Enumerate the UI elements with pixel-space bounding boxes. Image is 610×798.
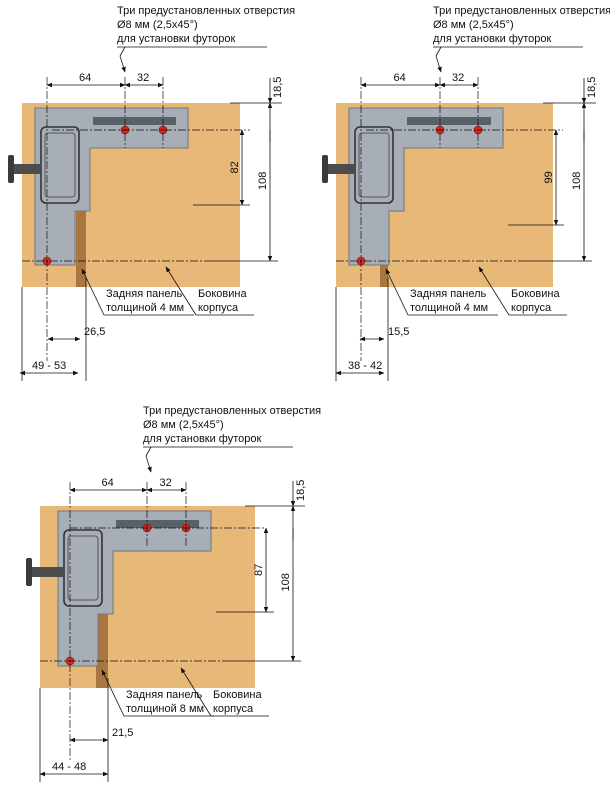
back-panel-leader [81,268,105,316]
dim-spacing-a: 64 [102,477,114,489]
runner-rail-groove [116,520,199,528]
callout-line-1: Три предустановленных отверстия [143,405,321,417]
adjuster-knob [26,558,32,586]
side-label-1: Боковина [213,689,262,701]
side-leader [165,266,197,316]
mounting-diagram-3: Три предустановленных отверстия Ø8 мм (2,… [26,405,321,782]
callout-line-1: Три предустановленных отверстия [433,5,610,17]
dim-top-offset: 18,5 [586,77,598,98]
runner-housing-inner [358,132,390,198]
adjuster-knob [322,155,328,183]
dim-inner-height: 99 [543,171,555,183]
dim-panel-offset: 15,5 [388,326,409,338]
dim-spacing-a: 64 [79,72,91,84]
dim-spacing-b: 32 [160,477,172,489]
back-panel [76,198,86,287]
callout-line-1: Три предустановленных отверстия [117,5,295,17]
runner-rail-groove [407,117,491,125]
callout-line-3: для установки футорок [433,33,552,45]
dim-range: 49 - 53 [32,360,66,372]
dim-range: 38 - 42 [348,360,382,372]
side-leader [478,266,510,316]
runner-rail-groove [93,117,176,125]
callout-leader [435,46,442,57]
back-panel-label-1: Задняя панель [106,288,183,300]
dim-total-height: 108 [280,573,292,591]
side-label-2: корпуса [511,302,552,314]
callout-leader [119,46,126,57]
mounting-diagram-1: Три предустановленных отверстия Ø8 мм (2,… [8,5,295,381]
dim-inner-height: 82 [229,161,241,173]
dim-inner-height: 87 [253,564,265,576]
dim-total-height: 108 [257,172,269,190]
side-leader [180,667,212,717]
dim-range: 44 - 48 [52,761,86,773]
callout-leader [145,455,152,473]
back-panel-leader [385,268,409,316]
side-label-1: Боковина [198,288,247,300]
back-panel [96,601,108,688]
adjuster-knob [8,155,14,183]
dim-total-height: 108 [571,172,583,190]
callout-leader [145,446,152,457]
runner-housing-inner [44,132,76,198]
dim-spacing-b: 32 [452,72,464,84]
mounting-diagram-2: Три предустановленных отверстия Ø8 мм (2,… [322,5,610,381]
drawer-runner-bracket [57,510,212,667]
back-panel-label-1: Задняя панель [126,689,203,701]
runner-housing-inner [67,535,99,601]
callout-line-3: для установки футорок [143,433,262,445]
back-panel-leader [101,669,125,717]
callout-leader [119,55,126,73]
dim-top-offset: 18,5 [272,77,284,98]
adjuster-shaft [32,567,64,577]
callout-line-2: Ø8 мм (2,5x45°) [433,19,514,31]
callout-line-2: Ø8 мм (2,5x45°) [117,19,198,31]
back-panel-label-2: толщиной 4 мм [106,302,184,314]
dim-spacing-b: 32 [137,72,149,84]
callout-line-3: для установки футорок [117,33,236,45]
back-panel-label-1: Задняя панель [410,288,487,300]
dim-panel-offset: 21,5 [112,727,133,739]
side-label-2: корпуса [213,703,254,715]
callout-line-2: Ø8 мм (2,5x45°) [143,419,224,431]
adjuster-shaft [328,164,355,174]
dim-spacing-a: 64 [394,72,406,84]
side-label-2: корпуса [198,302,239,314]
adjuster-shaft [14,164,41,174]
dim-top-offset: 18,5 [295,480,307,501]
callout-leader [435,55,442,73]
side-label-1: Боковина [511,288,560,300]
back-panel-label-2: толщиной 4 мм [410,302,488,314]
back-panel-label-2: толщиной 8 мм [126,703,204,715]
dim-panel-offset: 26,5 [84,326,105,338]
